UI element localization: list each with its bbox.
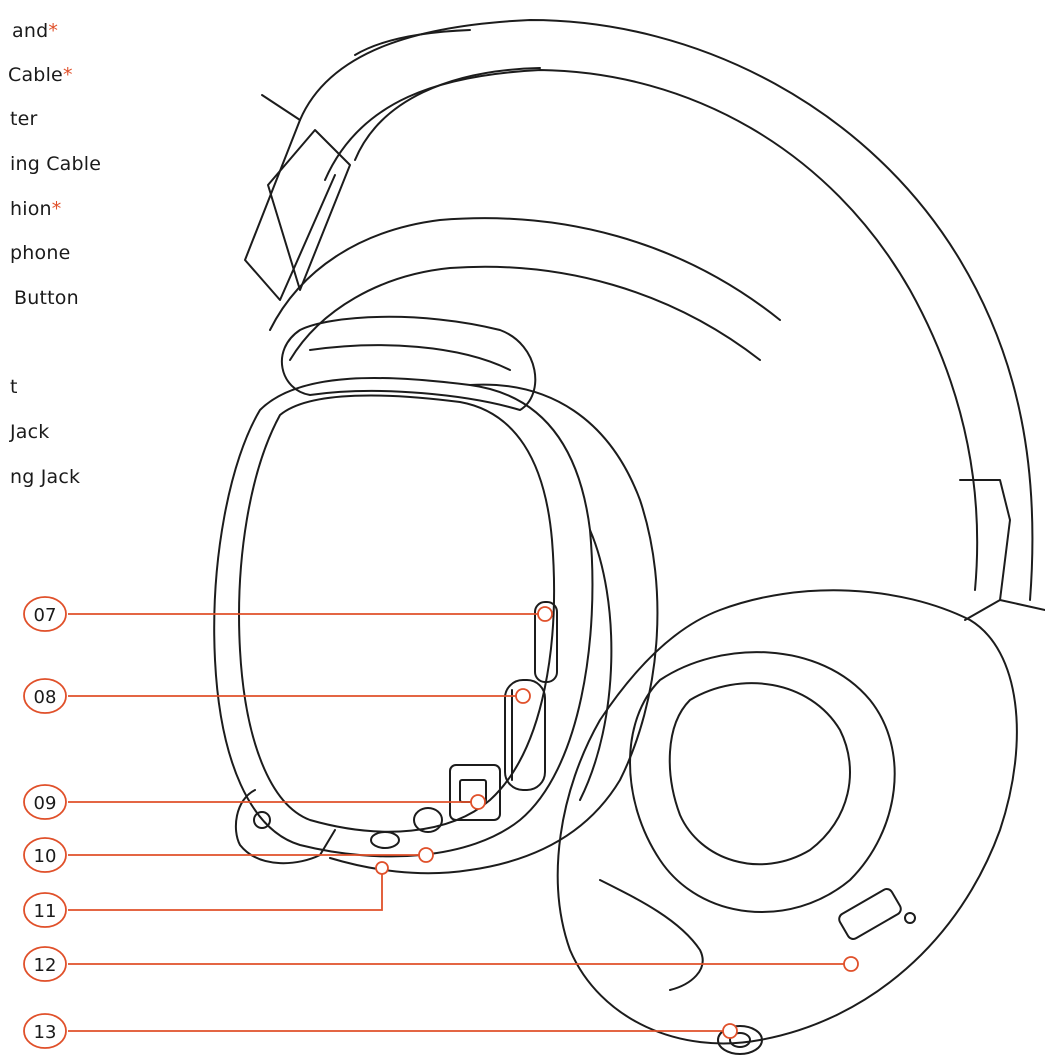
legend-item: ing Cable <box>10 153 102 175</box>
left-earcup <box>213 376 659 875</box>
callout-11 <box>23 861 389 928</box>
callout-number: 08 <box>34 687 57 708</box>
microphone-boom <box>234 789 336 865</box>
callout-numbers: 07 08 09 10 11 12 13 <box>34 605 57 1043</box>
callout-number: 12 <box>34 955 57 976</box>
callout-number: 11 <box>34 901 57 922</box>
legend-item: Jack <box>10 421 50 443</box>
legend-item: t <box>10 376 18 398</box>
callout-09 <box>23 784 486 820</box>
slider-left <box>281 315 537 411</box>
callout-12 <box>23 946 859 982</box>
callout-number: 10 <box>34 846 57 867</box>
mic-mute-switch-shape <box>534 601 558 683</box>
legend-item: Button <box>14 287 79 309</box>
volume-wheel-shape <box>504 679 546 791</box>
callout-number: 09 <box>34 793 57 814</box>
callout-10 <box>23 837 434 873</box>
legend-item: phone <box>10 242 71 264</box>
legend-item: ter <box>10 108 38 130</box>
legend-item: hion* <box>10 198 62 220</box>
required-marker: * <box>51 198 62 220</box>
callout-number: 07 <box>34 605 57 626</box>
legend-item: and* <box>12 20 59 42</box>
legend-item: Cable* <box>8 64 73 86</box>
headband <box>244 19 1045 621</box>
required-marker: * <box>62 64 73 86</box>
right-earcup <box>556 589 1018 1055</box>
legend-item: ng Jack <box>10 466 81 488</box>
required-marker: * <box>48 20 59 42</box>
callout-08 <box>23 678 531 714</box>
callout-07 <box>23 596 553 632</box>
callout-13 <box>23 1013 738 1049</box>
callout-number: 13 <box>34 1022 57 1043</box>
callout-lines <box>23 596 859 1049</box>
